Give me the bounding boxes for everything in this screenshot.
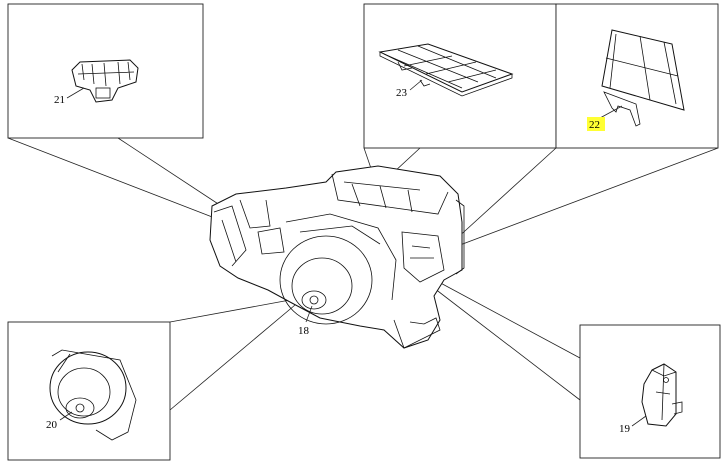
detail-box-20: 20 xyxy=(7,321,171,461)
callout-22: 22 xyxy=(589,119,600,131)
filter-part-22 xyxy=(601,29,685,127)
detail-box-22: 22 xyxy=(555,3,719,149)
callout-23: 23 xyxy=(396,87,408,99)
callout-19: 19 xyxy=(619,423,631,435)
actuator-part-19 xyxy=(641,363,683,427)
callout-22-highlight xyxy=(587,117,605,131)
leader-lines xyxy=(7,137,719,411)
detail-box-23: 23 xyxy=(363,3,557,149)
filter-part-23 xyxy=(378,43,514,97)
main-hvac-assembly xyxy=(209,165,465,349)
callout-21: 21 xyxy=(54,94,65,106)
detail-box-19: 19 xyxy=(579,324,721,459)
connector-part-21 xyxy=(71,59,139,103)
detail-box-21: 21 xyxy=(7,3,204,139)
blower-motor-part-20 xyxy=(49,349,137,441)
callout-18: 18 xyxy=(298,325,310,337)
callout-20: 20 xyxy=(46,419,58,431)
